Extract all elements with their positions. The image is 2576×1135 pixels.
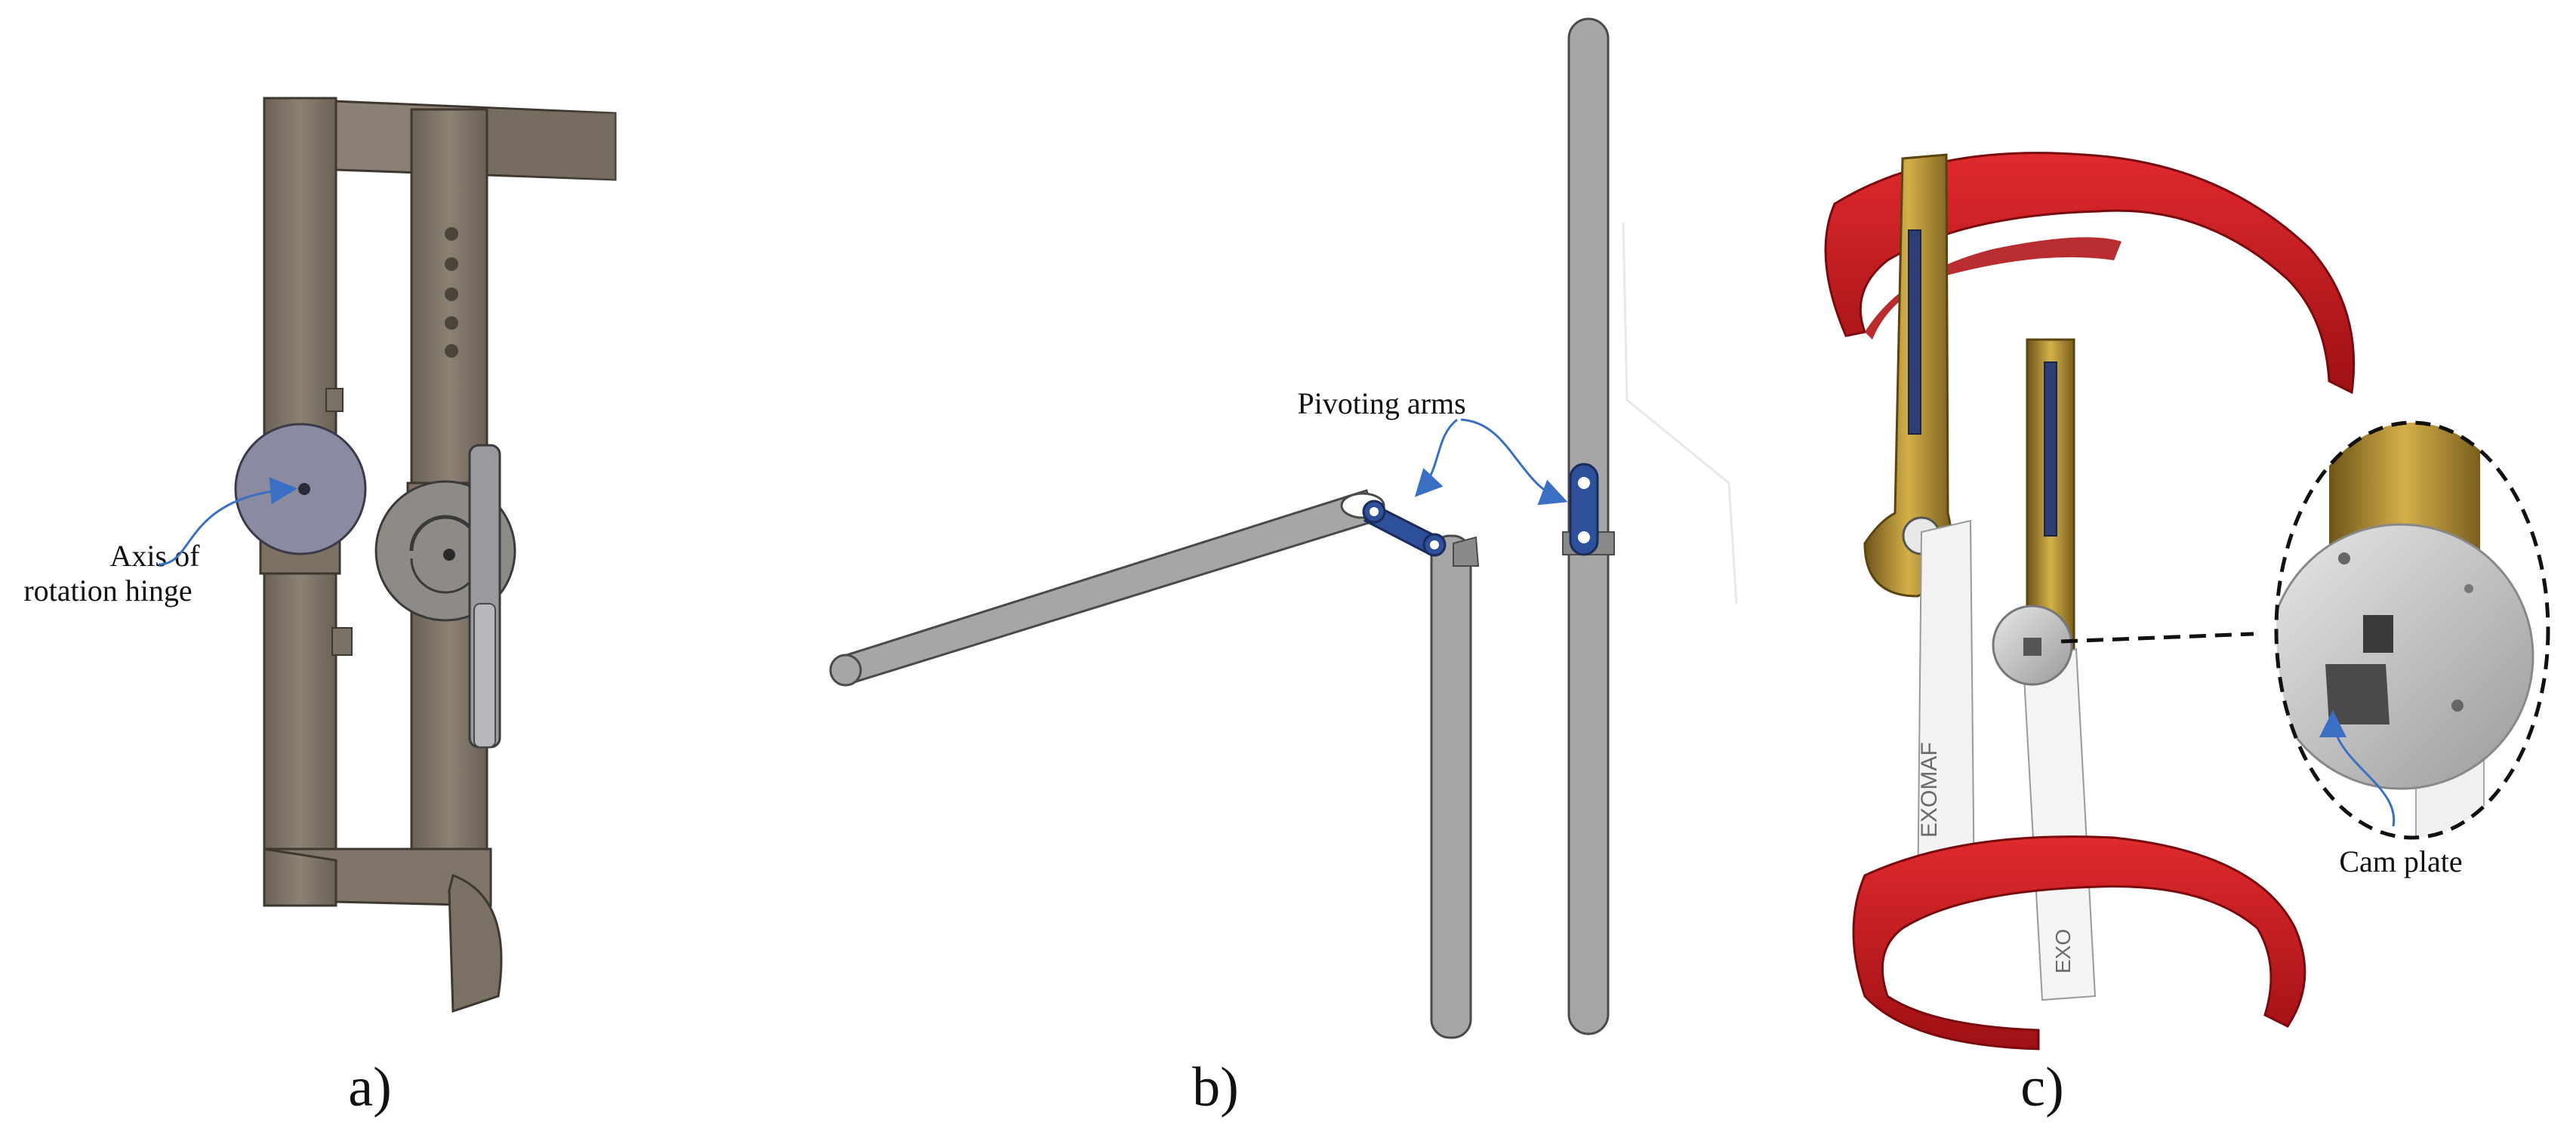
device-brand-text: EXOMAF [1917, 742, 1942, 838]
annotation-cam-plate: Cam plate [2339, 844, 2462, 878]
bottom-bracket [263, 847, 492, 907]
panel-label-a: a) [348, 1057, 392, 1118]
strap-bottom [1852, 835, 2306, 1050]
shank-link-flexed [1430, 534, 1472, 1039]
annotation-arrow-b-left [1414, 418, 1458, 497]
panel-a-cad-model: Axis of rotation hinge a) [23, 97, 617, 1118]
panel-label-c: c) [2020, 1057, 2064, 1118]
annotation-axis-of-rotation: Axis of rotation hinge [23, 539, 207, 607]
panel-b-schematic: Pivoting arms b) [829, 17, 1738, 1118]
zoom-outline-dashed [2274, 420, 2550, 840]
annotation-arrow-a [158, 477, 297, 566]
adjustment-holes [445, 227, 458, 358]
annotation-arrow-c [2319, 710, 2396, 827]
device-brand-text-2: EXO [2051, 929, 2075, 974]
panel-c-prototype: EXOMAF EXO Cam plate [1824, 152, 2550, 1118]
strap-top [1824, 152, 2356, 395]
thigh-link-flexed [840, 489, 1377, 684]
annotation-pivoting-arms: Pivoting arms [1297, 386, 1465, 420]
cam-plate-zoom [2274, 420, 2550, 840]
annotation-arrow-b-right [1460, 418, 1568, 506]
pivoting-arm-extended [1569, 463, 1599, 556]
panel-label-b: b) [1192, 1057, 1239, 1118]
zoom-leader-line [2060, 632, 2254, 644]
